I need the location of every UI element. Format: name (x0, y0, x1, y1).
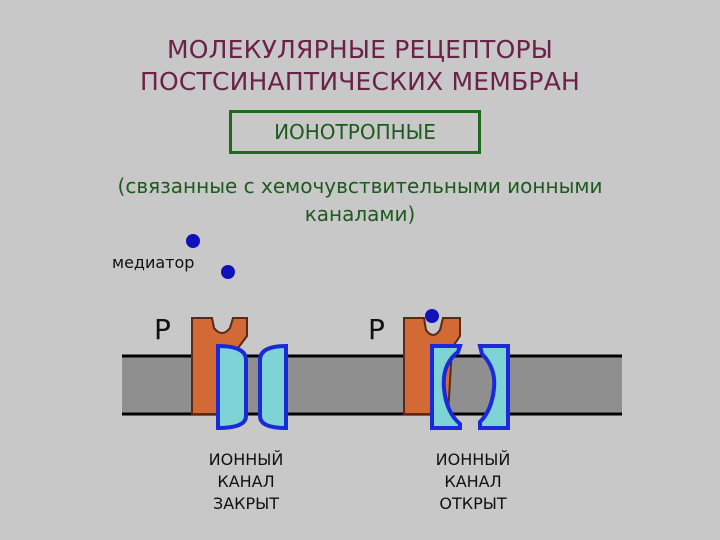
subtitle-line-2: каналами) (304, 202, 416, 226)
mediator-molecule (221, 265, 235, 279)
mediator-label: медиатор (112, 253, 195, 272)
open-channel-line-2: КАНАЛ (444, 472, 502, 491)
receptor-type-box: ИОНОТРОПНЫЕ (229, 110, 481, 154)
closed-channel-line-2: КАНАЛ (217, 472, 275, 491)
title-line-2: ПОСТСИНАПТИЧЕСКИХ МЕМБРАН (139, 67, 580, 96)
closed-channel (191, 317, 288, 431)
subtitle: (связанные с хемочувствительными ионными… (40, 172, 680, 228)
subtitle-line-1: (связанные с хемочувствительными ионными (117, 174, 603, 198)
receptor-type-label: ИОНОТРОПНЫЕ (274, 120, 436, 144)
receptor-p-label-left: Р (154, 313, 171, 346)
bound-mediator-molecule (425, 309, 439, 323)
open-channel-line-3: ОТКРЫТ (439, 494, 507, 513)
title-line-1: МОЛЕКУЛЯРНЫЕ РЕЦЕПТОРЫ (166, 35, 554, 64)
open-channel-line-1: ИОННЫЙ (435, 450, 511, 469)
mediator-molecule (186, 234, 200, 248)
page-title: МОЛЕКУЛЯРНЫЕ РЕЦЕПТОРЫ ПОСТСИНАПТИЧЕСКИХ… (0, 34, 720, 98)
closed-channel-label: ИОННЫЙ КАНАЛ ЗАКРЫТ (186, 449, 306, 515)
closed-channel-line-3: ЗАКРЫТ (212, 494, 280, 513)
channel-left-half-a (216, 343, 248, 431)
channel-left-half-b (258, 343, 288, 431)
receptor-p-label-right: Р (368, 313, 385, 346)
closed-channel-line-1: ИОННЫЙ (208, 450, 284, 469)
channel-right-half-b (477, 344, 510, 430)
open-channel (403, 317, 510, 430)
open-channel-label: ИОННЫЙ КАНАЛ ОТКРЫТ (413, 449, 533, 515)
channel-right-half-a (430, 344, 463, 430)
